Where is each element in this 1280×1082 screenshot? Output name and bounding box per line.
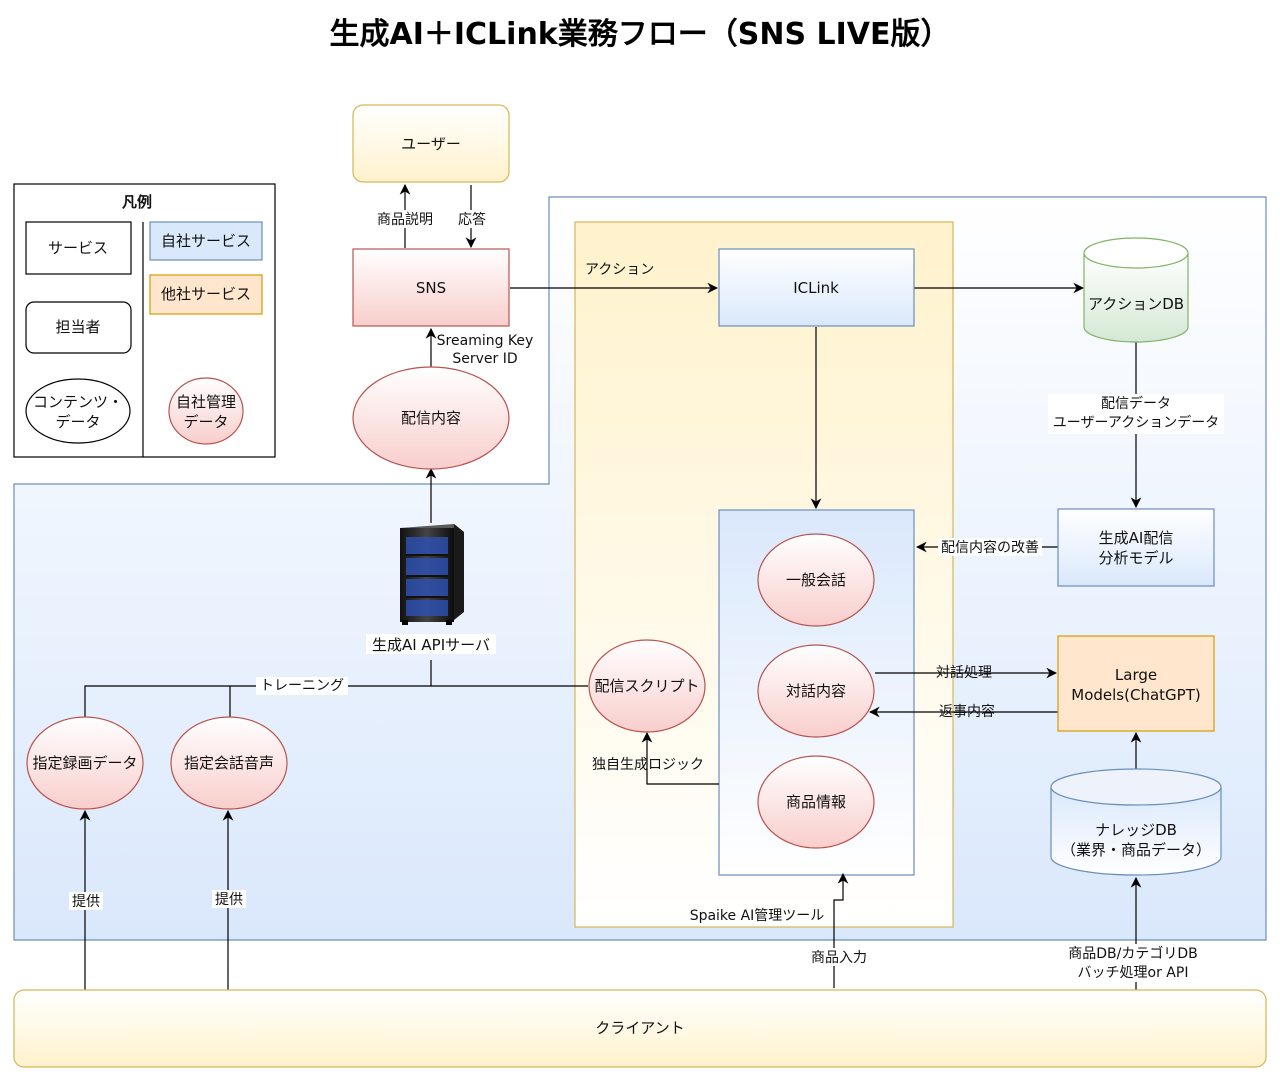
legend-own-data-label-1: 自社管理 — [176, 393, 236, 411]
node-analysis-model — [1057, 508, 1215, 587]
spaike-tool-label: Spaike AI管理ツール — [690, 908, 825, 924]
node-llm-label-2: Models(ChatGPT) — [1071, 686, 1200, 704]
node-llm-label-1: Large — [1115, 666, 1157, 684]
edge-training-bus — [84, 685, 588, 717]
legend-person-box — [25, 301, 132, 354]
legend-person-label: 担当者 — [55, 318, 100, 336]
node-analysis-label-2: 分析モデル — [1098, 549, 1173, 567]
legend-content-label-1: コンテンツ・ — [33, 393, 123, 411]
legend-own-data-label-2: データ — [183, 413, 228, 431]
edge-label-broadcast-data-2: ユーザーアクションデータ — [1053, 414, 1219, 431]
legend-own-service-label: 自社サービス — [161, 232, 251, 250]
legend-service-label: サービス — [48, 239, 108, 257]
edge-label-training: トレーニング — [260, 678, 344, 694]
node-iclink — [718, 248, 915, 327]
legend-heading: 凡例 — [122, 193, 152, 211]
node-knowledge-db: ナレッジDB （業界・商品データ） — [1050, 768, 1222, 876]
edge-label-streaming-key-2: Server ID — [452, 351, 517, 367]
node-analysis-label-1: 生成AI配信 — [1099, 529, 1174, 547]
node-knowledge-label-1: ナレッジDB — [1095, 821, 1177, 839]
node-api-server-label: 生成AI APIサーバ — [372, 636, 490, 654]
node-broadcast-script — [588, 639, 706, 733]
node-product-info-label: 商品情報 — [786, 793, 846, 811]
node-client-label: クライアント — [595, 1019, 684, 1037]
node-general-talk — [757, 533, 875, 627]
edge-client-to-product — [833, 872, 849, 988]
edge-logic-to-script — [641, 731, 719, 785]
edge-label-improvement: 配信内容の改善 — [941, 539, 1039, 556]
edge-label-action: アクション — [585, 262, 654, 278]
page-title: 生成AI＋ICLink業務フロー（SNS LIVE版） — [329, 17, 950, 52]
legend-other-service-box — [149, 274, 263, 315]
node-dialog-content-label: 対話内容 — [786, 682, 846, 700]
node-action-db: アクションDB — [1083, 237, 1189, 343]
node-product-info — [757, 755, 875, 849]
edge-label-provide-2: 提供 — [215, 892, 243, 908]
edge-label-product-explanation: 商品説明 — [377, 212, 433, 228]
edge-label-own-logic: 独自生成ロジック — [592, 757, 704, 773]
edge-label-product-input: 商品入力 — [811, 950, 867, 966]
node-iclink-label: ICLink — [793, 279, 839, 297]
legend-own-data-ellipse — [168, 377, 244, 445]
server-rack-icon — [400, 524, 464, 625]
node-sns-label: SNS — [416, 279, 446, 297]
node-user-label: ユーザー — [401, 135, 461, 153]
node-client — [13, 989, 1267, 1068]
edge-label-dialog-processing: 対話処理 — [936, 664, 992, 681]
edge-label-broadcast-data-1: 配信データ — [1101, 395, 1171, 412]
legend-own-service-box — [149, 221, 263, 261]
node-broadcast-content-label: 配信内容 — [401, 409, 461, 427]
legend-other-service-label: 他社サービス — [161, 285, 251, 303]
node-recorded-data-label: 指定録画データ — [32, 754, 137, 772]
edge-label-response: 応答 — [458, 211, 486, 228]
node-recorded-data — [26, 716, 144, 810]
edge-label-batch-1: 商品DB/カテゴリDB — [1068, 945, 1198, 962]
node-sns — [352, 248, 510, 327]
legend-content-ellipse — [25, 378, 131, 444]
legend-service-box — [25, 221, 132, 275]
node-knowledge-label-2: （業界・商品データ） — [1061, 841, 1211, 859]
node-conversation-audio-label: 指定会話音声 — [184, 754, 274, 772]
edge-label-reply-content: 返事内容 — [939, 703, 995, 720]
legend: 凡例 サービス 担当者 コンテンツ・ データ 自社サービス 他社サービス 自社管… — [13, 183, 276, 458]
node-general-talk-label: 一般会話 — [786, 571, 846, 589]
node-broadcast-content — [352, 366, 510, 470]
edge-label-provide-1: 提供 — [72, 894, 100, 910]
node-dialog-content — [757, 644, 875, 738]
edge-label-batch-2: バッチ処理or API — [1078, 965, 1189, 981]
node-llm — [1057, 635, 1215, 732]
node-conversation-audio — [170, 716, 288, 810]
edge-label-streaming-key-1: Sreaming Key — [437, 333, 534, 349]
node-action-db-label: アクションDB — [1088, 295, 1184, 313]
legend-content-label-2: データ — [55, 413, 100, 431]
node-user — [352, 104, 510, 183]
node-broadcast-script-label: 配信スクリプト — [594, 677, 699, 695]
